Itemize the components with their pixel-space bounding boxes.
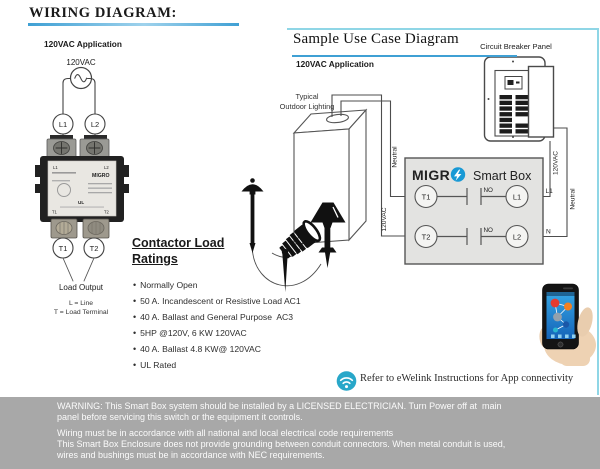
bullet: • [133, 280, 137, 290]
source-voltage-label: 120VAC [66, 58, 96, 67]
load-output-pointer-lines [62, 257, 95, 282]
breaker-switches [499, 95, 528, 134]
path-light-icon [310, 202, 346, 268]
page-title: WIRING DIAGRAM: [29, 5, 177, 21]
lightning-bolt-icon [454, 169, 462, 181]
smart-box: MIGR Smart Box T1 NO L1 T2 NO L2 [404, 157, 544, 265]
outdoor-lighting-caption: Typical Outdoor Lighting [279, 92, 335, 111]
title-underline [28, 23, 239, 26]
warning-line: This Smart Box Enclosure does not provid… [57, 439, 506, 449]
no-label-2: NO [484, 227, 494, 234]
smartbox-name: Smart Box [473, 169, 532, 183]
bullet: • [133, 328, 137, 338]
smartbox-brand: MIGR [412, 167, 450, 183]
contactor-mark-l1: L1 [53, 165, 58, 170]
wifi-icon [336, 371, 357, 391]
rating-item: •Normally Open [133, 280, 198, 290]
bullet: • [133, 312, 137, 322]
rating-item: •UL Rated [133, 360, 177, 370]
use-case-heading: Sample Use Case Diagram [293, 31, 459, 47]
light-wire-2 [252, 250, 322, 287]
label-n-wire: N [546, 229, 551, 236]
contact-no-1 [437, 188, 506, 205]
warning-line: Wiring must be in accordance with all na… [57, 428, 394, 438]
use-case-application-label: 120VAC Application [296, 59, 374, 69]
warning-line: wires and bushings must be in accordance… [57, 450, 325, 460]
smartbox-l1 [505, 184, 529, 209]
legend-line: L = Line [68, 300, 94, 307]
terminal-t1-label: T1 [59, 244, 68, 253]
circuit-breaker-panel [483, 56, 555, 142]
rating-item: •50 A. Incandescent or Resistive Load AC… [133, 296, 301, 306]
terminal-l1-label: L1 [59, 120, 67, 129]
home-button [557, 341, 564, 348]
ratings-heading: Contactor Load Ratings [132, 235, 224, 267]
label-right-hot: 120VAC [553, 151, 560, 175]
rating-item: •40 A. Ballast 4.8 KW@ 120VAC [133, 344, 261, 354]
ratings-heading-line1: Contactor Load [132, 236, 225, 250]
load-output-label: Load Output [58, 283, 104, 292]
wire-left-hot [331, 94, 415, 237]
sine-wave-icon [74, 74, 88, 83]
ratings-list: •Normally Open •50 A. Incandescent or Re… [133, 277, 301, 373]
no-label-1: NO [484, 187, 494, 194]
terminal-l2-label: L2 [91, 120, 99, 129]
contactor-mark-l2: L2 [104, 165, 109, 170]
contactor-ul-mark: UL [78, 200, 84, 205]
lamp-post-icon [241, 178, 264, 253]
use-case-region-border [287, 28, 599, 395]
left-application-label: 120VAC Application [44, 39, 122, 49]
warning-line: panel before servicing this switch or th… [57, 412, 303, 422]
terminal-t2-label: T2 [90, 244, 99, 253]
app-network-graphic [554, 302, 569, 331]
contactor-mark-t2: T2 [104, 210, 110, 215]
contact-no-2 [437, 228, 506, 245]
use-case-underline [292, 54, 517, 57]
contactor-image: L1 L2 MIGRO UL T1 T2 [35, 135, 129, 239]
app-icon-row [551, 334, 576, 339]
label-right-neutral: Neutral [570, 188, 577, 210]
bullet: • [133, 344, 137, 354]
label-l1-wire: L1 [546, 188, 554, 195]
panel-door [527, 65, 555, 138]
smartbox-t1-label: T1 [422, 193, 431, 202]
thumb [577, 307, 593, 337]
spotlight-icon [279, 220, 322, 292]
source-wires [62, 77, 96, 115]
ewelink-note: Refer to eWelink Instructions for App co… [360, 373, 574, 384]
wire-left-neutral [340, 100, 415, 198]
label-left-neutral: Neutral [392, 146, 399, 168]
bullet: • [133, 360, 137, 370]
warning-banner: WARNING: This Smart Box system should be… [0, 397, 600, 469]
contactor-brand: MIGRO [92, 173, 110, 179]
ratings-heading-line2: Ratings [132, 252, 178, 266]
rating-item: •40 A. Ballast and General Purpose AC3 [133, 312, 294, 322]
smartbox-t2-label: T2 [422, 233, 431, 242]
wire-right-neutral [528, 127, 568, 238]
breaker-panel-label: Circuit Breaker Panel [480, 42, 552, 51]
smartbox-l2 [505, 224, 529, 249]
left-contactor-diagram: L1 L2 L1 L2 MIGRO [35, 66, 129, 282]
contactor-mark-t1: T1 [52, 210, 58, 215]
rating-item: •5HP @120V, 6 KW 120VAC [133, 328, 247, 338]
wire-labels: Neutral 120VAC 120VAC Neutral L1 N [381, 146, 577, 236]
legend-terminal: T = Load Terminal [53, 309, 109, 316]
smartbox-l1-label: L1 [513, 193, 521, 202]
left-wires [331, 94, 415, 237]
phone-in-hand [539, 283, 596, 366]
label-left-hot: 120VAC [381, 207, 388, 231]
bullet: • [133, 296, 137, 306]
warning-line: WARNING: This Smart Box system should be… [57, 401, 502, 411]
smartbox-l2-label: L2 [513, 233, 521, 242]
outdoor-lights [241, 178, 346, 292]
